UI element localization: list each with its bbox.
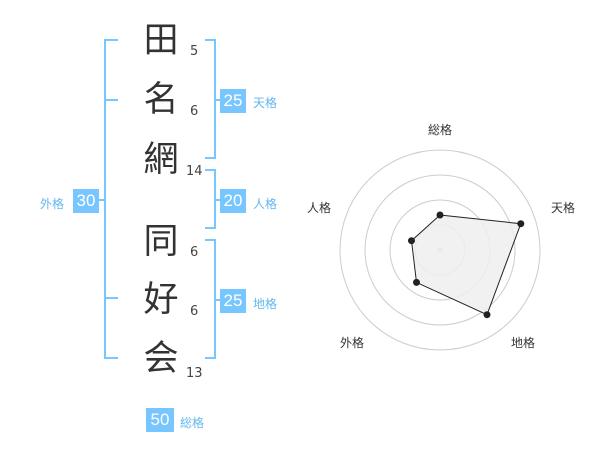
radar-axis-label-jinkaku: 人格 [307,201,332,215]
name-char-5: 好 [143,280,179,320]
radar-point-0 [436,211,444,219]
radar-axis-label-chikaku: 地格 [511,336,536,350]
jinkaku-label: 人格 [253,197,278,211]
radar-ring [364,174,516,326]
soukaku-badge: 50 [146,408,174,432]
stroke-count-2: 6 [190,104,199,119]
tenkaku-label: 天格 [253,96,278,110]
radar-axis-label-tenkaku: 天格 [551,201,576,215]
stroke-count-5: 6 [190,304,199,319]
stroke-count-1: 5 [190,44,199,59]
radar-point-3 [413,278,420,286]
name-char-6: 会 [143,339,179,379]
radar-point-1 [517,220,525,228]
jinkaku-badge: 20 [220,189,246,213]
name-char-2: 名 [143,80,179,120]
chikaku-badge: 25 [220,289,246,313]
radar-axis-label-soukaku: 総格 [428,123,453,137]
radar-polygon [410,214,522,316]
stroke-count-6: 13 [186,366,203,381]
gaikaku-label: 外格 [40,197,65,211]
radar-chart [339,149,541,351]
tenkaku-badge: 25 [220,89,246,113]
chikaku-label: 地格 [253,297,278,311]
gaikaku-badge: 30 [73,189,99,213]
radar-point-4 [408,237,415,245]
radar-ring [339,149,541,351]
stroke-count-4: 6 [190,245,199,260]
radar-axis-label-gaikaku: 外格 [340,336,365,350]
name-char-3: 網 [143,140,179,180]
name-char-4: 同 [143,222,179,262]
soukaku-label: 総格 [180,416,205,430]
radar-point-2 [483,311,491,319]
name-char-1: 田 [143,21,179,61]
stroke-count-3: 14 [186,164,203,179]
